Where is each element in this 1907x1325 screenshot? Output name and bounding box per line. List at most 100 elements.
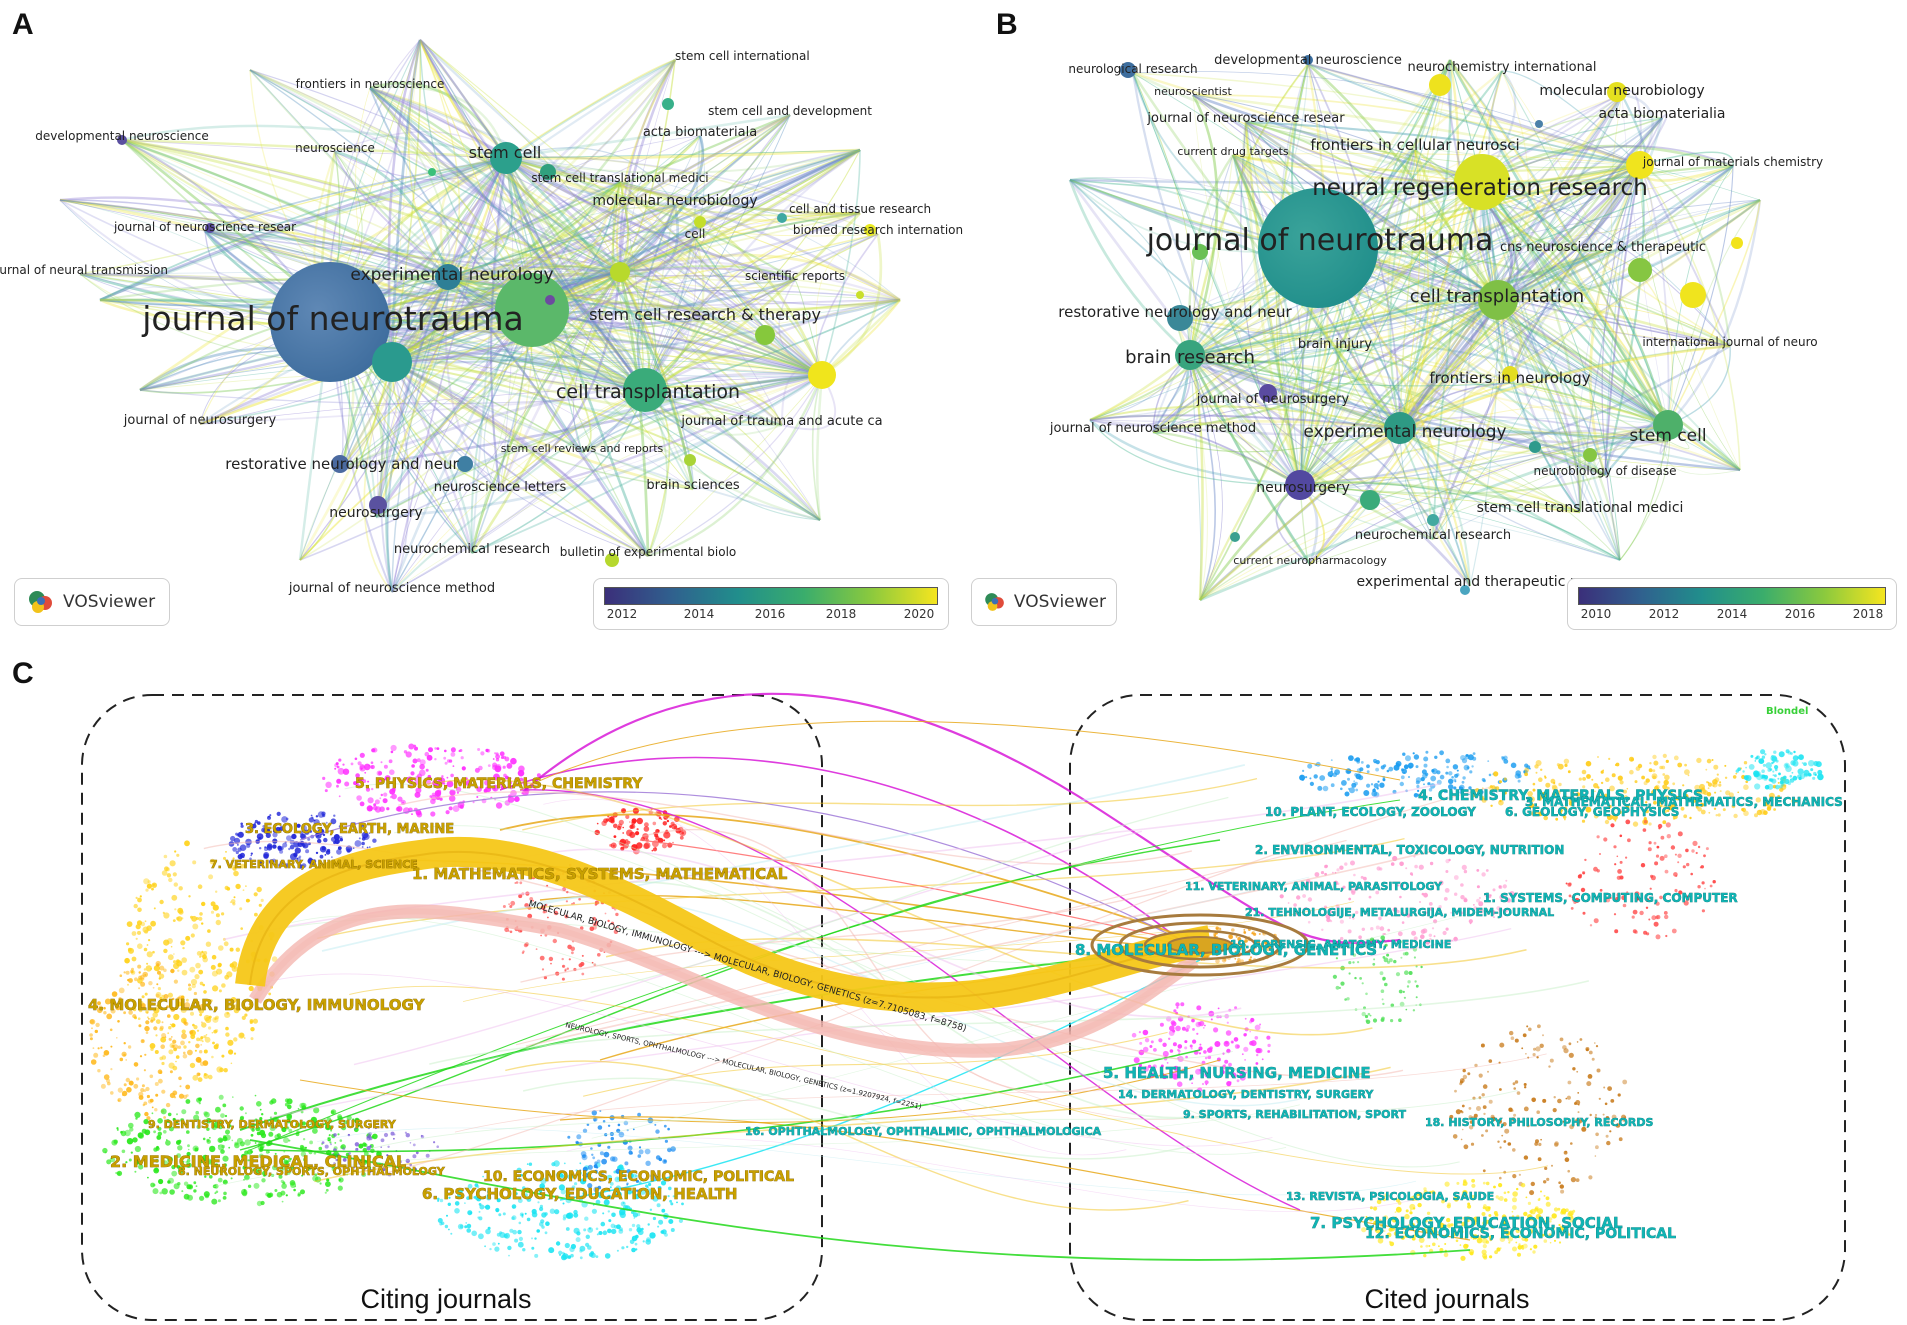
journal-point	[586, 1123, 590, 1127]
network-edge	[1299, 94, 1623, 486]
journal-point	[1539, 1043, 1544, 1049]
journal-point	[117, 1172, 121, 1176]
journal-point	[1532, 782, 1536, 786]
journal-point	[561, 977, 565, 981]
journal-point	[1507, 1142, 1512, 1146]
journal-point	[325, 1188, 329, 1192]
network-edge	[1399, 427, 1581, 513]
network-edge	[1192, 93, 1641, 167]
journal-point	[183, 1019, 186, 1022]
journal-point	[338, 758, 342, 762]
journal-point	[97, 1069, 101, 1073]
journal-point	[1488, 1099, 1493, 1104]
journal-point	[234, 1141, 239, 1146]
network-edge	[1299, 484, 1621, 561]
journal-point	[203, 1049, 208, 1054]
network-edge	[1189, 164, 1641, 364]
journal-point	[179, 1085, 182, 1088]
panel-a-label: journal of neuroscience resear	[113, 220, 296, 234]
journal-point	[1485, 1206, 1491, 1212]
journal-point	[159, 899, 164, 905]
network-edge	[369, 87, 823, 376]
network-edge	[332, 329, 823, 376]
journal-point	[604, 1253, 611, 1259]
network-edge	[619, 271, 796, 289]
journal-point	[380, 1138, 385, 1143]
journal-point	[189, 1062, 196, 1069]
journal-point	[1463, 869, 1468, 874]
journal-point	[161, 1188, 168, 1195]
panel-b-label: stem cell translational medici	[1477, 500, 1684, 516]
network-edge	[1427, 181, 1483, 540]
journal-point	[1796, 756, 1799, 759]
network-edge	[408, 39, 449, 278]
node-journal-of-neurotrauma-b	[1258, 188, 1378, 308]
network-edge	[505, 156, 879, 235]
journal-point	[1390, 862, 1395, 866]
journal-point	[268, 1192, 274, 1198]
network-edge	[1497, 165, 1734, 301]
journal-point	[1600, 770, 1604, 774]
panel-b-label: cns neuroscience & therapeutic	[1500, 240, 1706, 255]
journal-point	[1617, 1093, 1621, 1097]
journal-point	[1448, 778, 1454, 784]
journal-point	[328, 1134, 331, 1137]
journal-point	[1517, 1245, 1523, 1250]
journal-point	[350, 762, 354, 766]
network-edge	[505, 156, 796, 282]
network-edge	[1131, 72, 1402, 429]
journal-point	[337, 1133, 340, 1136]
journal-point	[1341, 780, 1347, 786]
network-edge	[1089, 299, 1499, 421]
network-edge	[505, 156, 901, 302]
network-edge	[391, 361, 583, 453]
journal-point	[254, 1094, 257, 1097]
journal-point	[198, 1097, 202, 1102]
citing-box	[81, 694, 823, 1321]
network-edge	[573, 271, 621, 453]
network-edge	[499, 373, 823, 493]
journal-point	[1365, 992, 1368, 996]
journal-point	[1664, 854, 1668, 858]
journal-point	[113, 1139, 118, 1144]
journal-point	[535, 948, 538, 950]
journal-point	[171, 894, 178, 901]
journal-point	[1798, 754, 1804, 760]
journal-point	[652, 821, 657, 826]
journal-point	[531, 1237, 533, 1240]
network-edge	[1245, 120, 1483, 183]
journal-point	[153, 1026, 158, 1031]
journal-point	[1131, 1032, 1137, 1038]
network-edge	[1509, 164, 1641, 384]
panel-b-label: neuroscientist	[1154, 85, 1232, 98]
journal-point	[1775, 784, 1780, 790]
journal-point	[607, 1210, 610, 1213]
journal-point	[1543, 1180, 1547, 1184]
journal-point	[1540, 1138, 1542, 1141]
journal-point	[1462, 1183, 1465, 1186]
citation-link	[519, 720, 1401, 791]
journal-point	[1813, 771, 1817, 776]
network-edge	[1317, 199, 1761, 249]
network-edge	[619, 270, 784, 426]
network-edge	[1189, 354, 1606, 476]
network-edge	[644, 149, 861, 391]
journal-point	[576, 1134, 582, 1140]
network-edge	[1509, 382, 1669, 429]
panel-b-letter: B	[996, 8, 1018, 41]
network-edge	[99, 276, 449, 307]
journal-point	[1558, 782, 1562, 787]
journal-point	[1455, 1109, 1461, 1115]
journal-point	[1773, 750, 1777, 754]
network-edge	[249, 68, 621, 274]
cited-cluster-label: 21. TEHNOLOGIJE, METALURGIJA, MIDEM-JOUR…	[1245, 906, 1554, 919]
panel-b-label: neurochemistry international	[1408, 60, 1597, 75]
journal-point	[170, 945, 173, 948]
network-edge	[391, 361, 410, 593]
journal-point	[172, 1065, 178, 1071]
journal-point	[1301, 778, 1304, 781]
journal-point	[1527, 1201, 1531, 1205]
journal-point	[266, 844, 273, 851]
panel-b-tick-3: 2016	[1784, 607, 1816, 621]
journal-point	[240, 927, 243, 930]
